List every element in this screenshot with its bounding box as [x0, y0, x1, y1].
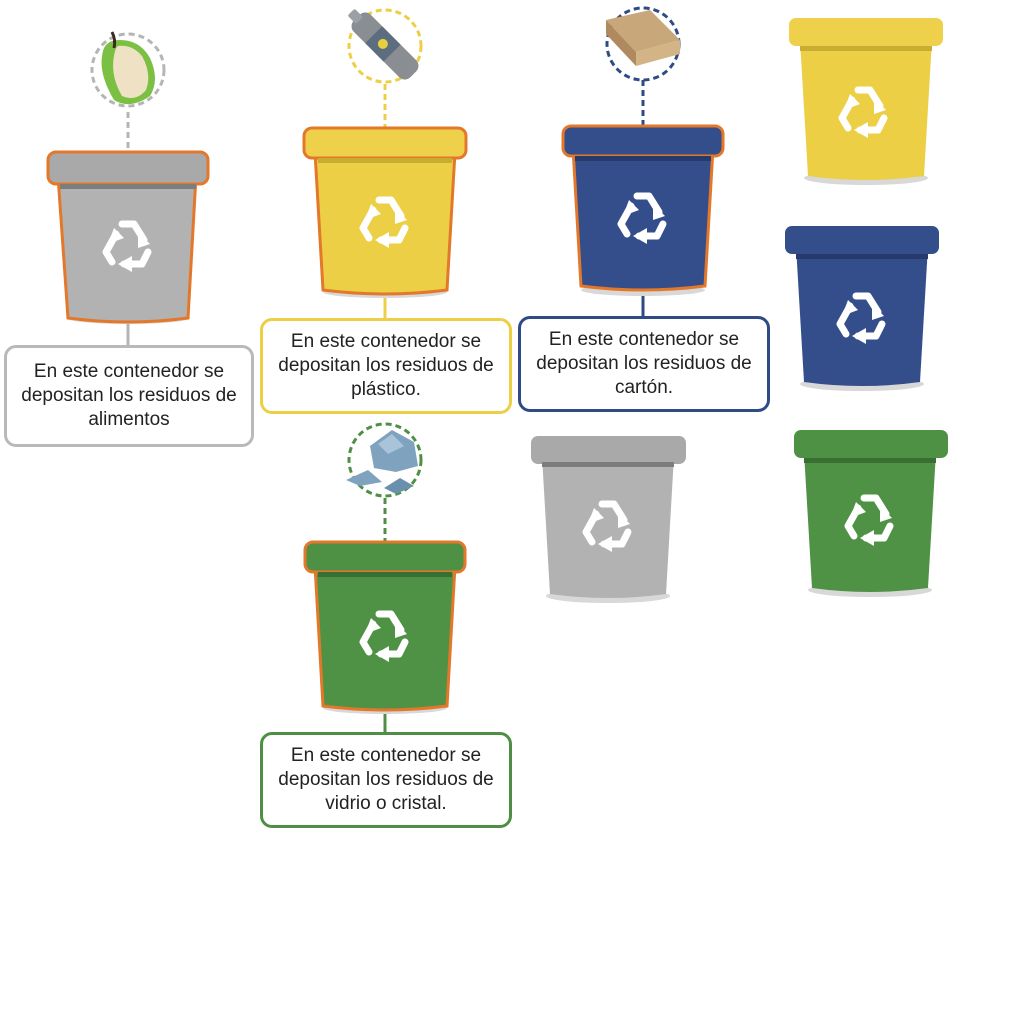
bin-green-plain[interactable] [794, 430, 948, 597]
plastic-bottle-icon [347, 8, 423, 84]
apple-core-icon [90, 31, 166, 108]
label-plastic-text: En este contenedor se depositan los resi… [278, 331, 494, 400]
label-glass-text: En este contenedor se depositan los resi… [278, 745, 494, 814]
bin-blue-plain[interactable] [785, 226, 939, 391]
bin-gray-food[interactable] [46, 150, 210, 324]
label-plastic: En este contenedor se depositan los resi… [260, 318, 512, 414]
label-carton: En este contenedor se depositan los resi… [518, 316, 770, 412]
label-food: En este contenedor se depositan los resi… [4, 345, 254, 447]
bin-yellow-plastic[interactable] [302, 126, 468, 298]
bin-yellow-plain[interactable] [789, 18, 943, 185]
label-food-text: En este contenedor se depositan los resi… [21, 361, 237, 430]
bin-blue-carton[interactable] [561, 124, 725, 296]
label-glass: En este contenedor se depositan los resi… [260, 732, 512, 828]
bin-green-glass[interactable] [303, 540, 467, 714]
cardboard-box-icon [605, 6, 681, 82]
label-carton-text: En este contenedor se depositan los resi… [536, 329, 752, 398]
bin-gray-plain[interactable] [531, 436, 686, 603]
broken-glass-icon [346, 422, 423, 498]
